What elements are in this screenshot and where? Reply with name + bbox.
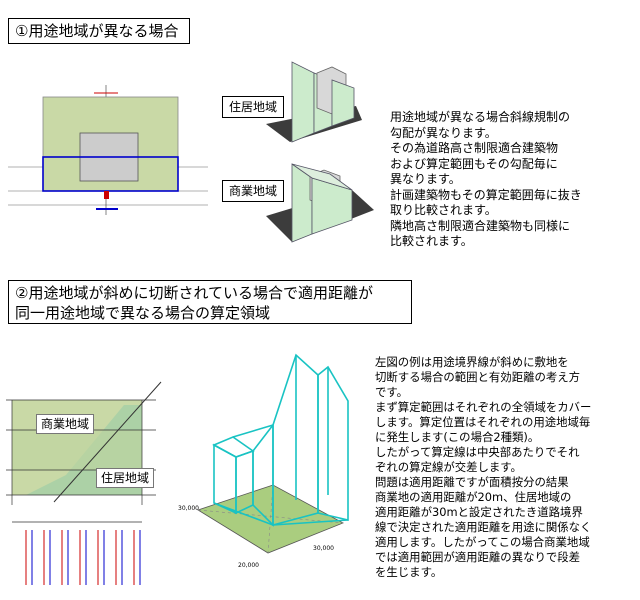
section2-title-line1: ②用途地域が斜めに切断されている場合で適用距離が bbox=[15, 284, 373, 302]
plan2-label-commercial: 商業地域 bbox=[36, 414, 95, 434]
section1-title: ①用途地域が異なる場合 bbox=[8, 18, 190, 44]
wire-dashed-guides bbox=[197, 484, 344, 554]
label-residential-zone: 住居地域 bbox=[222, 96, 284, 118]
wire-ground-plate bbox=[197, 484, 344, 554]
plan2-label-residential: 住居地域 bbox=[96, 468, 155, 488]
res-wall-back bbox=[331, 79, 355, 127]
wire-frames bbox=[212, 353, 349, 527]
section2-title-line2: 同一用途地域で異なる場合の算定領域 bbox=[15, 304, 271, 322]
plan2-road-ticks-blue bbox=[31, 530, 141, 585]
plan1-calc-range bbox=[42, 156, 179, 192]
wire-dim-a: 30,000 bbox=[178, 505, 199, 512]
label-commercial-zone: 商業地域 bbox=[222, 180, 284, 202]
plan1-road-marker bbox=[104, 191, 109, 199]
plan2-road-ticks bbox=[25, 530, 135, 585]
wire-dim-b: 20,000 bbox=[238, 562, 259, 569]
plan2-zone-boundary bbox=[53, 381, 162, 503]
plan2-commercial-band bbox=[12, 430, 142, 470]
site-plan-1 bbox=[8, 85, 208, 215]
section2-title: ②用途地域が斜めに切断されている場合で適用距離が 同一用途地域で異なる場合の算定… bbox=[8, 280, 412, 324]
wire-dim-c: 30,000 bbox=[313, 545, 334, 552]
isometric-commercial bbox=[266, 163, 374, 243]
section2-description: 左図の例は用途境界線が斜めに敷地を 切断する場合の範囲と有効距離の考え方 です。… bbox=[375, 355, 592, 579]
com-wall-cap bbox=[291, 163, 353, 191]
section1-description: 用途地域が異なる場合斜線規制の 勾配が異なります。 その為道路高さ制限適合建築物… bbox=[390, 110, 582, 248]
isometric-residential bbox=[266, 61, 362, 143]
wireframe-calc-volume: 30,000 20,000 30,000 bbox=[178, 353, 349, 569]
res-wall-front bbox=[291, 61, 315, 143]
